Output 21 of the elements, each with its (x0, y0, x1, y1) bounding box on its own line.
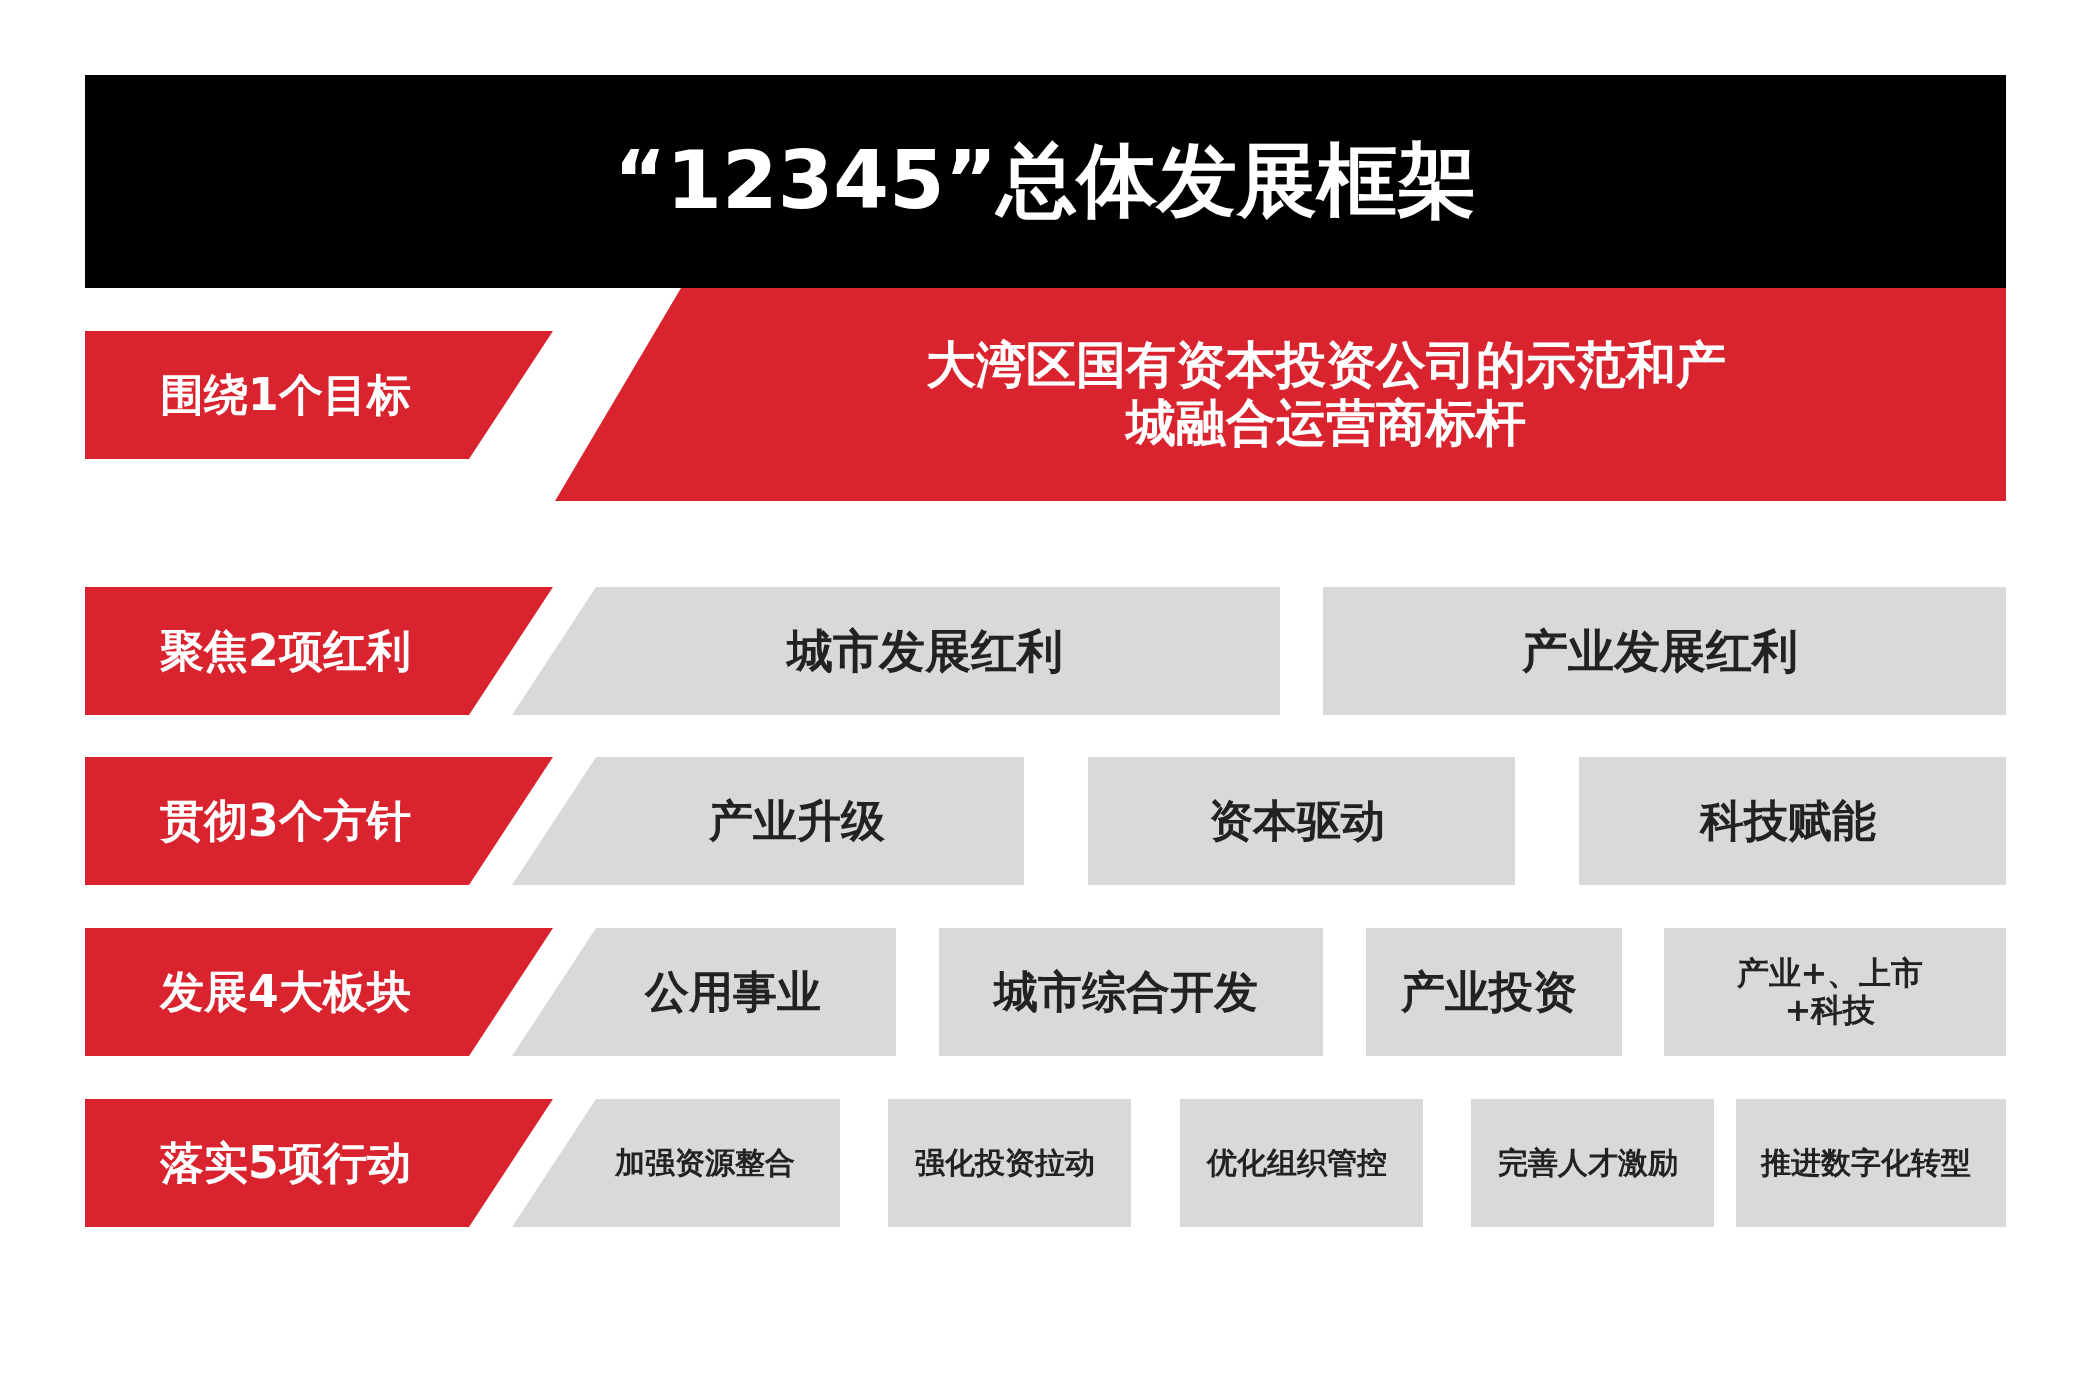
item-box: 科技赋能 (1579, 757, 2006, 885)
row-label: 落实5项行动 (85, 1099, 553, 1227)
item-box: 加强资源整合 (512, 1099, 840, 1227)
item-box: 公用事业 (512, 928, 896, 1056)
item-box: 产业投资 (1366, 928, 1622, 1056)
item-box: 城市发展红利 (512, 587, 1280, 715)
item-box: 产业升级 (512, 757, 1024, 885)
item-box: 优化组织管控 (1180, 1099, 1423, 1227)
item-box: 资本驱动 (1088, 757, 1515, 885)
item-box: 强化投资拉动 (888, 1099, 1131, 1227)
row-label: 发展4大板块 (85, 928, 553, 1056)
row-label: 聚焦2项红利 (85, 587, 553, 715)
row-label: 围绕1个目标 (85, 331, 553, 459)
item-box: 产业发展红利 (1323, 587, 2006, 715)
item-box: 推进数字化转型 (1736, 1099, 2006, 1227)
item-box: 产业+、上市+科技 (1664, 928, 2006, 1056)
item-box: 城市综合开发 (939, 928, 1323, 1056)
title-banner: “12345”总体发展框架 (85, 75, 2006, 288)
item-box: 完善人才激励 (1471, 1099, 1714, 1227)
row-label: 贯彻3个方针 (85, 757, 553, 885)
goal-banner: 大湾区国有资本投资公司的示范和产城融合运营商标杆 (555, 288, 2006, 501)
